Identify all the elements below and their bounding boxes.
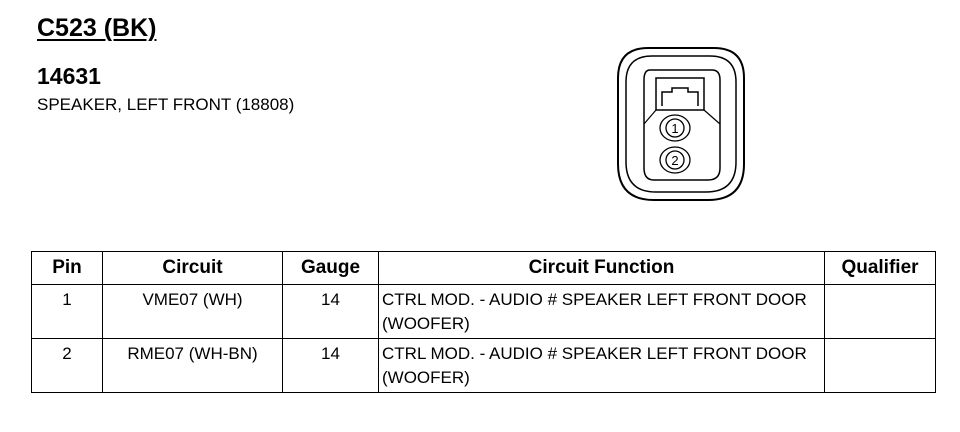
table-header-row: Pin Circuit Gauge Circuit Function Quali… <box>31 251 936 285</box>
cell-circuit-function: CTRL MOD. - AUDIO # SPEAKER LEFT FRONT D… <box>378 284 825 339</box>
cell-pin: 2 <box>31 338 103 393</box>
cell-gauge: 14 <box>282 284 379 339</box>
table-row: 1 VME07 (WH) 14 CTRL MOD. - AUDIO # SPEA… <box>31 284 936 339</box>
cell-qualifier <box>824 284 936 339</box>
header-circuit-function: Circuit Function <box>378 251 825 285</box>
cell-pin: 1 <box>31 284 103 339</box>
pin-2-marker <box>665 150 685 170</box>
header-gauge: Gauge <box>282 251 379 285</box>
cell-circuit-function: CTRL MOD. - AUDIO # SPEAKER LEFT FRONT D… <box>378 338 825 393</box>
header-qualifier: Qualifier <box>824 251 936 285</box>
connector-id: C523 (BK) <box>37 14 157 42</box>
connector-face-diagram: 1 2 <box>617 47 745 201</box>
connector-inner-shell <box>625 55 737 193</box>
pin-1-marker <box>665 118 685 138</box>
pin-2-label: 2 <box>671 153 678 168</box>
table-row: 2 RME07 (WH-BN) 14 CTRL MOD. - AUDIO # S… <box>31 338 936 393</box>
header-circuit: Circuit <box>102 251 283 285</box>
connector-outer-shell <box>617 47 745 201</box>
locking-tab <box>655 77 705 111</box>
pin-cavity-2 <box>659 146 691 174</box>
connector-cavity <box>643 69 721 181</box>
part-number: 14631 <box>37 63 101 89</box>
cell-circuit: VME07 (WH) <box>102 284 283 339</box>
locking-tab-notch <box>661 87 699 106</box>
header-pin: Pin <box>31 251 103 285</box>
connector-description: SPEAKER, LEFT FRONT (18808) <box>37 95 295 114</box>
pin-table: Pin Circuit Gauge Circuit Function Quali… <box>31 251 936 393</box>
cell-qualifier <box>824 338 936 393</box>
cell-gauge: 14 <box>282 338 379 393</box>
pin-1-label: 1 <box>671 121 678 136</box>
cell-circuit: RME07 (WH-BN) <box>102 338 283 393</box>
pin-cavity-1 <box>659 114 691 142</box>
